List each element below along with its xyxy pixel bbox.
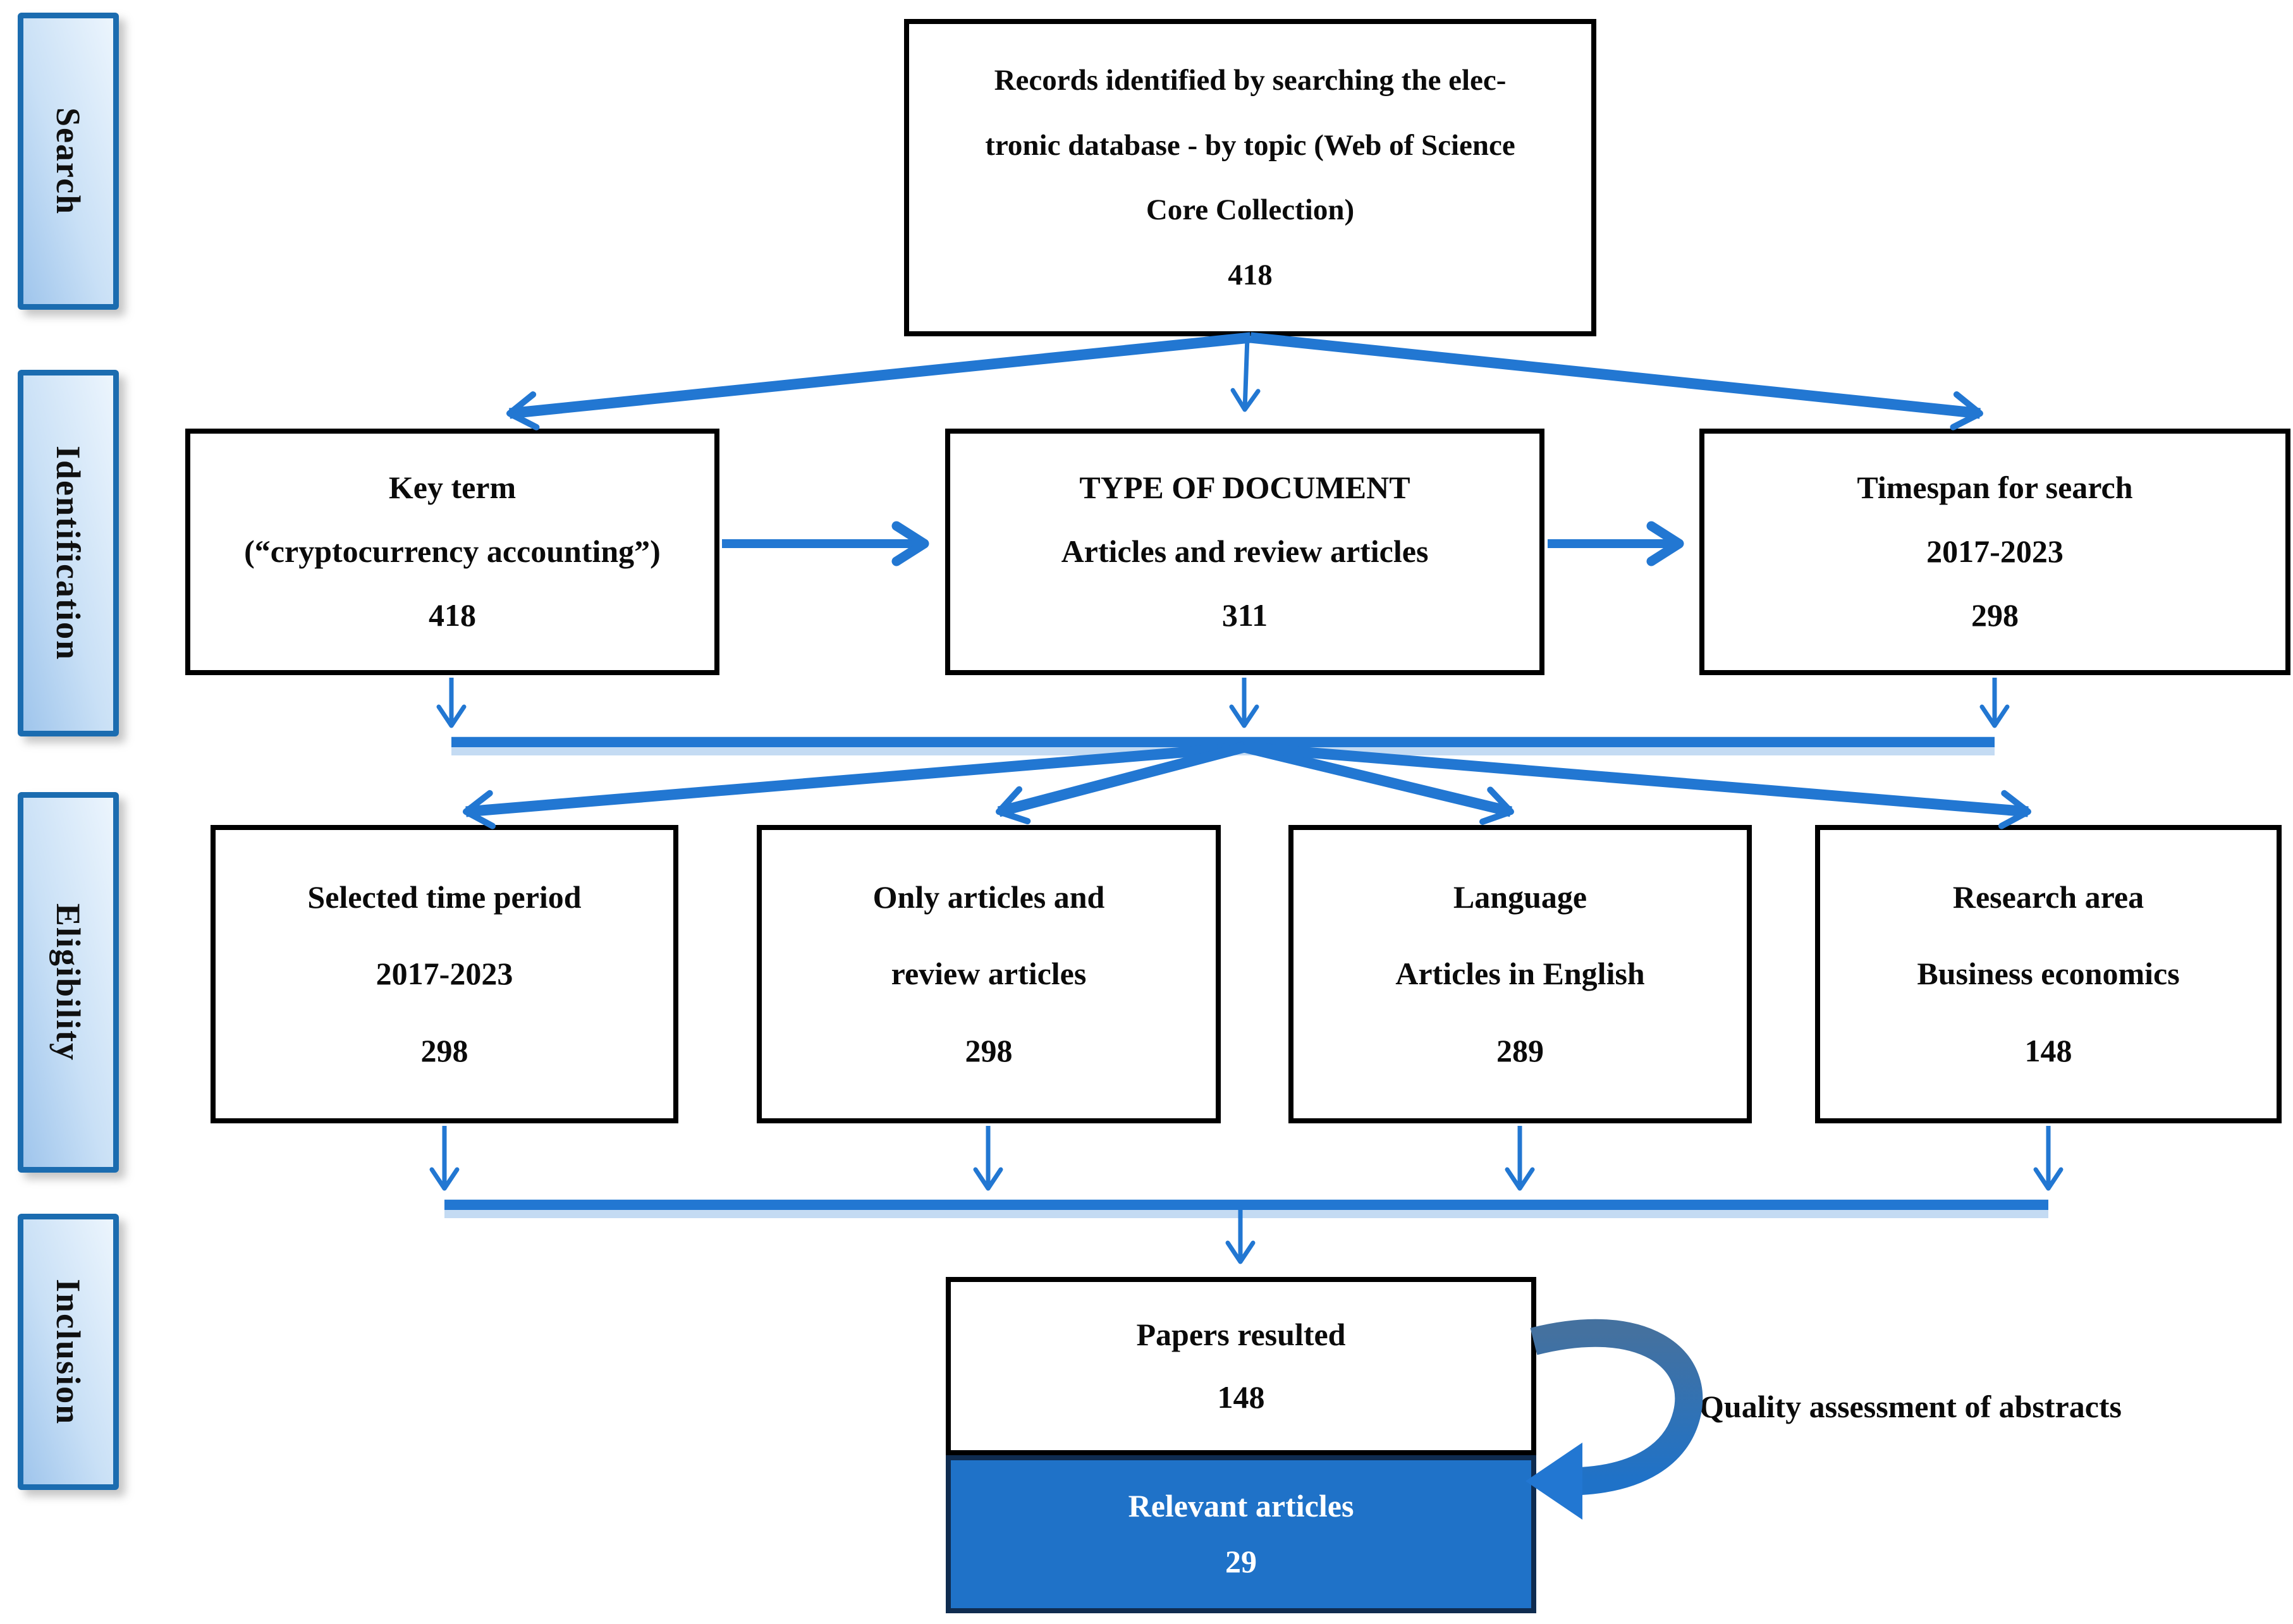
records-count: 418 — [1228, 258, 1273, 291]
stage-label-identification: Identification — [18, 370, 119, 736]
flow-box-selected-time-period: Selected time period 2017-2023 298 — [211, 825, 678, 1123]
stage-label-inclusion-text: Inclusion — [49, 1278, 87, 1426]
stage-label-inclusion: Inclusion — [18, 1214, 119, 1490]
flow-box-key-term: Key term (“cryptocurrency accounting”) 4… — [185, 429, 719, 675]
research-area-count: 148 — [2024, 1032, 2072, 1068]
key-term-count: 418 — [429, 597, 476, 633]
language-count: 289 — [1496, 1032, 1544, 1068]
language-title: Language — [1453, 879, 1587, 915]
flow-box-papers-resulted: Papers resulted 148 — [946, 1277, 1536, 1455]
stage-label-identification-text: Identification — [49, 445, 87, 661]
only-articles-count: 298 — [965, 1032, 1013, 1068]
timespan-title: Timespan for search — [1857, 470, 2133, 506]
key-term-detail: (“cryptocurrency accounting”) — [244, 534, 661, 570]
flow-box-research-area: Research area Business economics 148 — [1815, 825, 2282, 1123]
arrows-row2-to-bus — [436, 678, 2010, 755]
language-detail: Articles in English — [1395, 956, 1645, 992]
stage-label-search-text: Search — [49, 107, 87, 215]
only-articles-line-2: review articles — [891, 956, 1087, 992]
timespan-detail: 2017-2023 — [1926, 534, 2064, 570]
relevant-articles-title: Relevant articles — [1128, 1488, 1354, 1524]
stage-label-eligibility-text: Eligibility — [49, 903, 87, 1062]
stage-label-eligibility: Eligibility — [18, 792, 119, 1173]
selected-time-count: 298 — [420, 1032, 468, 1068]
type-document-count: 311 — [1221, 597, 1268, 633]
arrows-row1-to-row2 — [506, 332, 1983, 430]
records-line-3: Core Collection) — [1146, 193, 1355, 227]
flow-box-type-of-document: TYPE OF DOCUMENT Articles and review art… — [945, 429, 1544, 675]
type-document-title: TYPE OF DOCUMENT — [1079, 470, 1410, 506]
key-term-title: Key term — [388, 470, 517, 506]
stage-label-search: Search — [18, 13, 119, 310]
records-line-1: Records identified by searching the elec… — [994, 64, 1507, 97]
arrows-bus-to-row3 — [463, 742, 2031, 829]
papers-resulted-title: Papers resulted — [1136, 1317, 1346, 1352]
relevant-articles-count: 29 — [1225, 1544, 1257, 1580]
quality-loop-arrow — [1526, 1319, 1703, 1520]
flow-box-language: Language Articles in English 289 — [1288, 825, 1752, 1123]
selected-time-title: Selected time period — [307, 879, 582, 915]
type-document-detail: Articles and review articles — [1061, 534, 1429, 570]
flow-box-timespan: Timespan for search 2017-2023 298 — [1699, 429, 2290, 675]
flow-box-records-identified: Records identified by searching the elec… — [904, 19, 1596, 336]
research-area-detail: Business economics — [1917, 956, 2180, 992]
flow-box-only-articles: Only articles and review articles 298 — [757, 825, 1221, 1123]
selected-time-detail: 2017-2023 — [376, 956, 513, 992]
arrows-row3-to-bus2 — [429, 1126, 2064, 1264]
quality-assessment-label: Quality assessment of abstracts — [1699, 1389, 2122, 1424]
timespan-count: 298 — [1971, 597, 2019, 633]
records-line-2: tronic database - by topic (Web of Scien… — [985, 128, 1515, 162]
flow-box-relevant-articles: Relevant articles 29 — [946, 1455, 1536, 1613]
only-articles-line-1: Only articles and — [872, 879, 1105, 915]
research-area-title: Research area — [1952, 879, 2144, 915]
papers-resulted-count: 148 — [1217, 1379, 1265, 1415]
